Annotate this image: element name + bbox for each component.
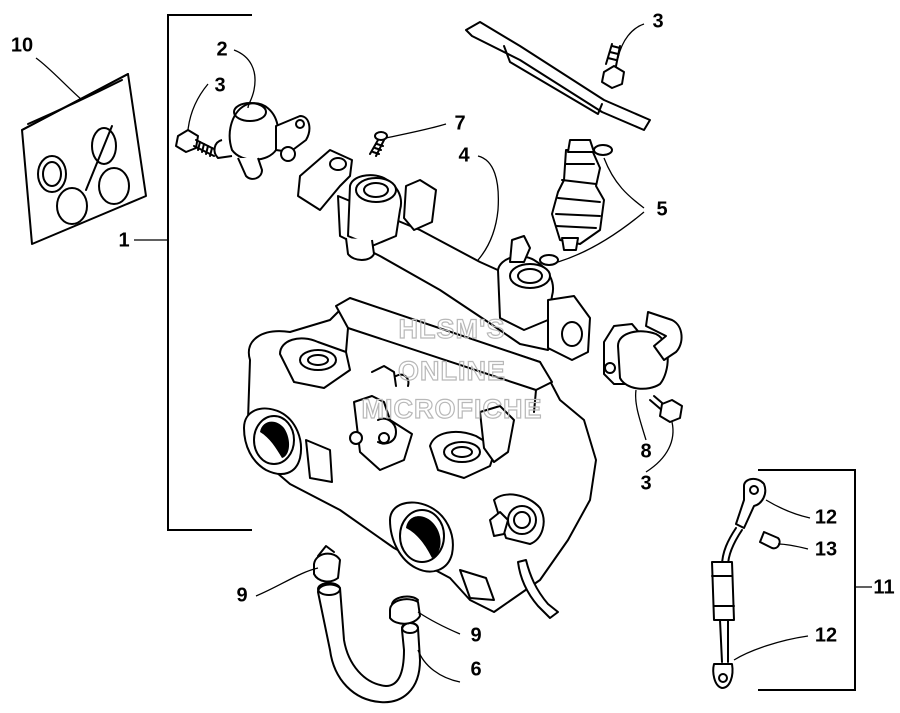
throttle-body-assembly bbox=[243, 297, 597, 619]
callout-12-lower: 12 bbox=[815, 624, 837, 646]
callout-11: 11 bbox=[873, 576, 894, 598]
callout-10: 10 bbox=[11, 34, 33, 56]
hose-clamp-left bbox=[313, 545, 341, 583]
callout-4: 4 bbox=[458, 144, 470, 166]
throttle-sensor bbox=[603, 311, 683, 390]
fuel-injector bbox=[539, 139, 613, 266]
bolt-right bbox=[649, 395, 683, 423]
callout-9-right: 9 bbox=[470, 624, 481, 646]
callout-13: 13 bbox=[815, 538, 837, 560]
bracket-plate bbox=[465, 21, 651, 131]
screw-7 bbox=[369, 131, 388, 157]
fuel-rail bbox=[297, 149, 591, 377]
callouts: 10 2 3 3 7 4 5 1 8 3 12 13 11 9 9 12 6 bbox=[11, 10, 895, 680]
callout-12-upper: 12 bbox=[815, 506, 837, 528]
callout-9-left: 9 bbox=[236, 584, 247, 606]
callout-3-right: 3 bbox=[640, 472, 651, 494]
callout-2: 2 bbox=[216, 38, 227, 60]
callout-6: 6 bbox=[470, 658, 481, 680]
watermark-line-3: MICROFICHE bbox=[362, 394, 543, 424]
fuel-pressure-regulator bbox=[213, 102, 311, 180]
bolt-top-right bbox=[601, 43, 625, 89]
callout-3-top-right: 3 bbox=[652, 10, 663, 32]
callout-5: 5 bbox=[656, 198, 667, 220]
hose-clamp-right bbox=[389, 595, 421, 625]
leader-lines bbox=[35, 23, 811, 683]
watermark-line-1: HLSM'S bbox=[399, 314, 506, 344]
callout-7: 7 bbox=[454, 112, 465, 134]
callout-1: 1 bbox=[118, 229, 129, 251]
callout-3-upper-left: 3 bbox=[214, 74, 225, 96]
watermark-line-2: ONLINE bbox=[398, 356, 506, 386]
bolt-upper-left bbox=[175, 129, 217, 157]
watermark: HLSM'S ONLINE MICROFICHE bbox=[361, 313, 543, 424]
callout-8: 8 bbox=[640, 440, 651, 462]
bracket-assembly-1 bbox=[167, 14, 252, 531]
ground-harness bbox=[711, 478, 781, 689]
bracket-assembly-11 bbox=[758, 469, 856, 691]
gasket-kit-bag bbox=[21, 73, 147, 245]
